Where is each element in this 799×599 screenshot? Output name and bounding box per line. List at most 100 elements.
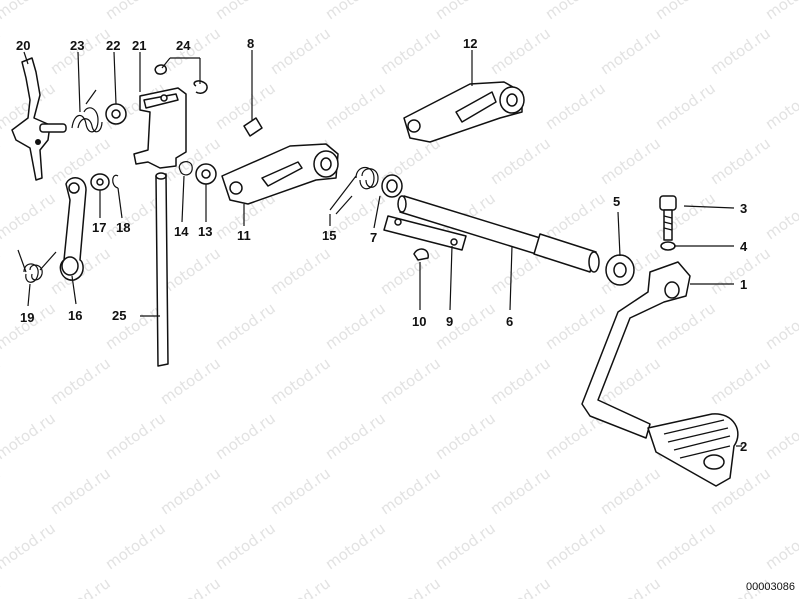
watermark-text: motod.ru	[377, 574, 444, 599]
part-5-washer	[605, 254, 635, 286]
callout-12: 12	[463, 36, 477, 51]
part-3-bolt	[659, 195, 677, 241]
part-24-circlips	[154, 64, 208, 95]
callout-4: 4	[740, 239, 748, 254]
watermark-text: motod.ru	[432, 0, 499, 23]
watermark-text: motod.ru	[377, 354, 444, 408]
watermark-text: motod.ru	[322, 0, 389, 23]
callout-9: 9	[446, 314, 453, 329]
watermark-text: motod.ru	[432, 299, 499, 353]
callout-6: 6	[506, 314, 513, 329]
watermark-text: motod.ru	[487, 354, 554, 408]
watermark-text: motod.ru	[267, 574, 334, 599]
watermark-text: motod.ru	[0, 189, 59, 243]
watermark-text: motod.ru	[597, 464, 664, 518]
watermark-text: motod.ru	[542, 79, 609, 133]
watermark-text: motod.ru	[432, 519, 499, 573]
callout-18: 18	[116, 220, 130, 235]
callout-17: 17	[92, 220, 106, 235]
part-18-clip	[112, 174, 119, 189]
part-9-plate	[383, 215, 467, 251]
callout-5: 5	[613, 194, 620, 209]
part-8-pin	[243, 117, 263, 137]
callout-23: 23	[70, 38, 84, 53]
watermark-text: motod.ru	[762, 409, 799, 463]
callout-21: 21	[132, 38, 146, 53]
part-13-washer	[195, 163, 217, 185]
watermark-text: motod.ru	[212, 409, 279, 463]
callout-10: 10	[412, 314, 426, 329]
callout-3: 3	[740, 201, 747, 216]
watermark-text: motod.ru	[0, 574, 4, 599]
watermark-text: motod.ru	[762, 79, 799, 133]
watermark-text: motod.ru	[377, 464, 444, 518]
callout-25: 25	[112, 308, 126, 323]
watermark-text: motod.ru	[542, 0, 609, 23]
watermark-text: motod.ru	[0, 134, 4, 188]
watermark-text: motod.ru	[762, 189, 799, 243]
watermark-text: motod.ru	[652, 0, 719, 23]
part-6-shaft	[397, 195, 600, 273]
watermark-text: motod.ru	[652, 79, 719, 133]
watermark-text: motod.ru	[267, 24, 334, 78]
callout-2: 2	[740, 439, 747, 454]
watermark-text: motod.ru	[597, 574, 664, 599]
watermark-text: motod.ru	[212, 0, 279, 23]
part-1-pedal-arm	[581, 261, 691, 439]
watermark-text: motod.ru	[212, 519, 279, 573]
callout-19: 19	[20, 310, 34, 325]
callout-15: 15	[322, 228, 336, 243]
part-23-spring	[71, 89, 103, 133]
watermark-text: motod.ru	[597, 134, 664, 188]
callout-8: 8	[247, 36, 254, 51]
watermark-text: motod.ru	[487, 464, 554, 518]
watermark-text: motod.ru	[487, 24, 554, 78]
callout-16: 16	[68, 308, 82, 323]
document-number: 00003086	[746, 581, 795, 593]
part-25-pushrod	[155, 172, 169, 367]
part-10-key	[413, 248, 429, 261]
watermark-text: motod.ru	[377, 244, 444, 298]
watermark-text: motod.ru	[102, 409, 169, 463]
watermark-text: motod.ru	[212, 299, 279, 353]
watermark-text: motod.ru	[542, 299, 609, 353]
watermark-text: motod.ru	[102, 519, 169, 573]
watermark-text: motod.ru	[652, 299, 719, 353]
part-14-ring	[178, 161, 193, 176]
watermark-text: motod.ru	[0, 354, 4, 408]
part-20-pawl	[11, 57, 67, 181]
watermark-text: motod.ru	[0, 0, 59, 23]
part-7-washer	[381, 174, 403, 198]
watermark-text: motod.ru	[0, 409, 59, 463]
part-16-lever	[59, 177, 87, 281]
watermark-text: motod.ru	[102, 0, 169, 23]
watermark-text: motod.ru	[322, 519, 389, 573]
watermark-text: motod.ru	[47, 354, 114, 408]
part-4-washer	[660, 241, 676, 251]
watermark-text: motod.ru	[762, 519, 799, 573]
watermark-text: motod.ru	[487, 134, 554, 188]
watermark-text: motod.ru	[432, 409, 499, 463]
watermark-text: motod.ru	[0, 24, 4, 78]
part-11-lever-plate	[221, 143, 339, 205]
part-2-footpeg	[647, 413, 739, 487]
watermark-text: motod.ru	[652, 519, 719, 573]
watermark-text: motod.ru	[597, 24, 664, 78]
watermark-text: motod.ru	[377, 24, 444, 78]
part-19-spring	[17, 249, 57, 283]
watermark-text: motod.ru	[707, 354, 774, 408]
watermark-text: motod.ru	[0, 464, 4, 518]
callout-24: 24	[176, 38, 191, 53]
watermark-text: motod.ru	[542, 519, 609, 573]
watermark-text: motod.ru	[267, 464, 334, 518]
part-17-washer	[90, 173, 110, 191]
callout-22: 22	[106, 38, 120, 53]
watermark-text: motod.ru	[0, 519, 59, 573]
watermark-text: motod.ru	[47, 464, 114, 518]
watermark-text: motod.ru	[322, 299, 389, 353]
watermark-text: motod.ru	[47, 574, 114, 599]
part-15-spring	[329, 166, 379, 215]
